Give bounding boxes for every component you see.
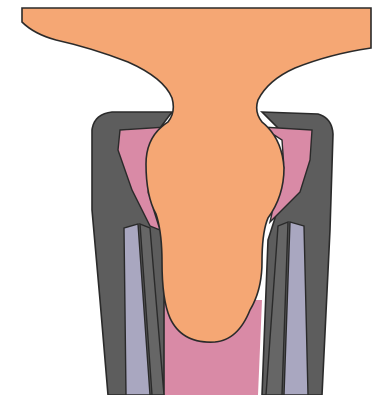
cross-section-diagram xyxy=(0,0,385,395)
diagram-canvas xyxy=(0,0,385,395)
